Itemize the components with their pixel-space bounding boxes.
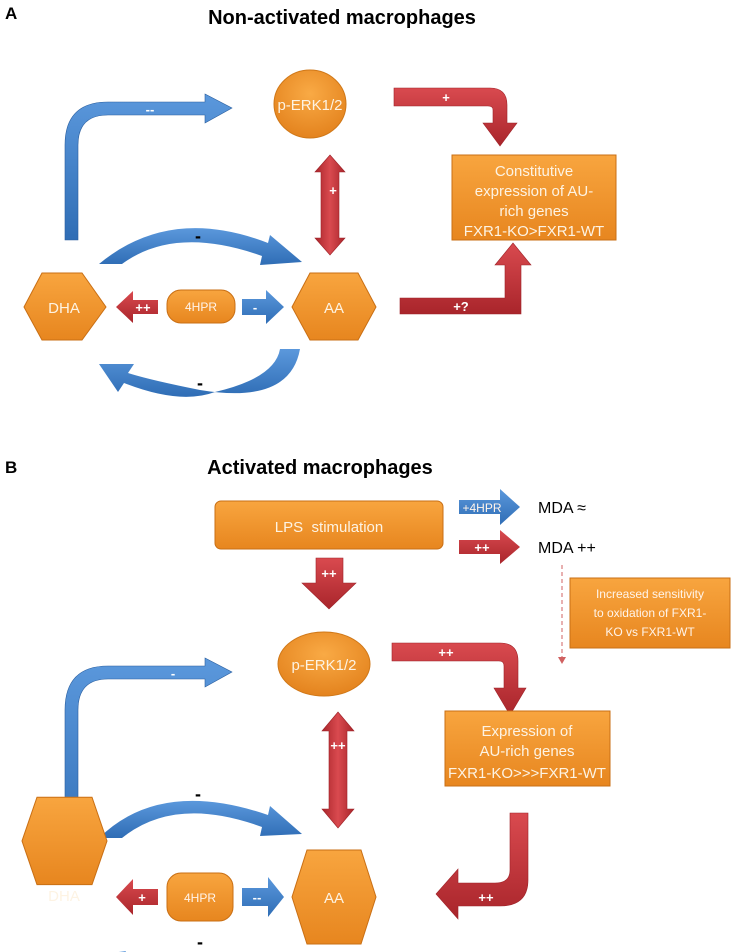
aa-label-b: AA — [324, 890, 344, 907]
panel-a: A Non-activated macrophages -- p-ERK1/2 … — [5, 4, 617, 397]
perk-node-b: p-ERK1/2 — [277, 631, 371, 697]
hpr-to-aa-arrow-a: - — [242, 290, 284, 324]
hpr-to-dha-sign-b: + — [138, 890, 146, 905]
aa-to-outcome-arrow: +? — [399, 242, 532, 315]
hpr-to-aa-arrow-b: -- — [242, 877, 284, 917]
hpr-label-b: 4HPR — [184, 891, 216, 905]
lps-down-arrow: ++ — [301, 557, 357, 610]
mda-row-1: +4HPR MDA ≈ — [459, 489, 586, 525]
dha-to-perk-arrow-b: - — [64, 657, 233, 874]
hpr-to-aa-sign-b: -- — [253, 890, 262, 905]
outcome-box-b: Expression of AU-rich genes FXR1-KO>>>FX… — [444, 710, 611, 787]
lps-stimulation-box: LPS stimulation — [214, 500, 444, 550]
perk-aa-sign: + — [329, 183, 337, 198]
panel-b: B Activated macrophages LPS stimulation … — [5, 457, 731, 952]
top-arc-sign-b: - — [195, 784, 201, 804]
panel-a-letter: A — [5, 4, 17, 23]
outcome-b-line-2: AU-rich genes — [479, 743, 574, 760]
hpr-node-a: 4HPR — [166, 289, 236, 324]
perk-to-outcome-arrow-b: ++ — [391, 642, 527, 716]
perk-label: p-ERK1/2 — [277, 97, 342, 114]
outcome-box-a: Constitutive expression of AU- rich gene… — [451, 154, 617, 241]
dha-label-b: DHA — [48, 888, 80, 905]
hpr-to-dha-arrow-b: + — [116, 879, 158, 915]
aa-node-b: AA — [291, 849, 377, 945]
dha-to-perk-sign-b: - — [171, 666, 175, 681]
panel-b-letter: B — [5, 458, 17, 477]
perk-node: p-ERK1/2 — [273, 69, 347, 139]
lps-sub-text: stimulation — [312, 519, 384, 536]
lps-down-sign: ++ — [321, 566, 337, 581]
hpr-node-b: 4HPR — [166, 872, 234, 922]
dha-node-b: DHA — [21, 796, 108, 905]
aa-node-a: AA — [291, 272, 377, 341]
top-arc-arrow-a: - — [99, 226, 302, 265]
sensitivity-line-3: KO vs FXR1-WT — [605, 625, 695, 639]
mda-arrow-label-1: +4HPR — [462, 501, 501, 515]
perk-aa-double-arrow: + — [314, 154, 346, 256]
outcome-a-line-3: rich genes — [499, 203, 568, 220]
perk-to-outcome-sign: + — [442, 90, 450, 105]
mda-text-2: MDA ++ — [538, 540, 596, 557]
bottom-arc-arrow-b: - — [118, 932, 203, 952]
outcome-to-aa-arrow: ++ — [435, 812, 529, 920]
perk-to-outcome-arrow: + — [393, 87, 518, 147]
dha-label-a: DHA — [48, 300, 80, 317]
bottom-arc-sign-b: - — [197, 932, 203, 952]
perk-aa-double-arrow-b: ++ — [321, 711, 355, 829]
mda-text-1: MDA ≈ — [538, 500, 586, 517]
perk-label-b: p-ERK1/2 — [291, 657, 356, 674]
bottom-arc-arrow-a: - — [99, 349, 300, 397]
panel-b-title: Activated macrophages — [207, 457, 433, 479]
lps-main-text: LPS — [275, 519, 303, 536]
outcome-b-line-1: Expression of — [482, 723, 574, 740]
hpr-to-aa-sign-a: - — [253, 300, 257, 315]
outcome-b-line-3: FXR1-KO>>>FXR1-WT — [448, 765, 606, 782]
perk-to-outcome-sign-b: ++ — [438, 645, 454, 660]
hpr-to-dha-arrow-a: ++ — [116, 291, 158, 323]
perk-aa-sign-b: ++ — [330, 738, 346, 753]
sensitivity-line-1: Increased sensitivity — [596, 587, 704, 601]
outcome-a-line-2: expression of AU- — [475, 183, 593, 200]
aa-label-a: AA — [324, 300, 344, 317]
panel-a-title: Non-activated macrophages — [208, 7, 476, 29]
dha-to-perk-sign: -- — [146, 102, 155, 117]
bottom-arc-sign-a: - — [197, 373, 203, 393]
top-arc-arrow-b: - — [99, 784, 302, 838]
lps-label: LPS stimulation — [275, 519, 384, 536]
outcome-to-aa-sign: ++ — [478, 890, 494, 905]
dashed-connector — [558, 565, 566, 664]
dha-node-a: DHA — [23, 272, 107, 341]
outcome-a-line-1: Constitutive — [495, 163, 573, 180]
sensitivity-box: Increased sensitivity to oxidation of FX… — [569, 577, 731, 649]
hpr-label-a: 4HPR — [185, 300, 217, 314]
aa-to-outcome-sign: +? — [453, 299, 469, 314]
sensitivity-line-2: to oxidation of FXR1- — [594, 606, 707, 620]
outcome-a-line-4: FXR1-KO>FXR1-WT — [464, 223, 604, 240]
mda-row-2: ++ MDA ++ — [459, 530, 596, 564]
hpr-to-dha-sign-a: ++ — [135, 300, 151, 315]
dha-to-perk-arrow: -- — [64, 93, 233, 241]
top-arc-sign-a: - — [195, 226, 201, 246]
mda-arrow-label-2: ++ — [474, 540, 490, 555]
